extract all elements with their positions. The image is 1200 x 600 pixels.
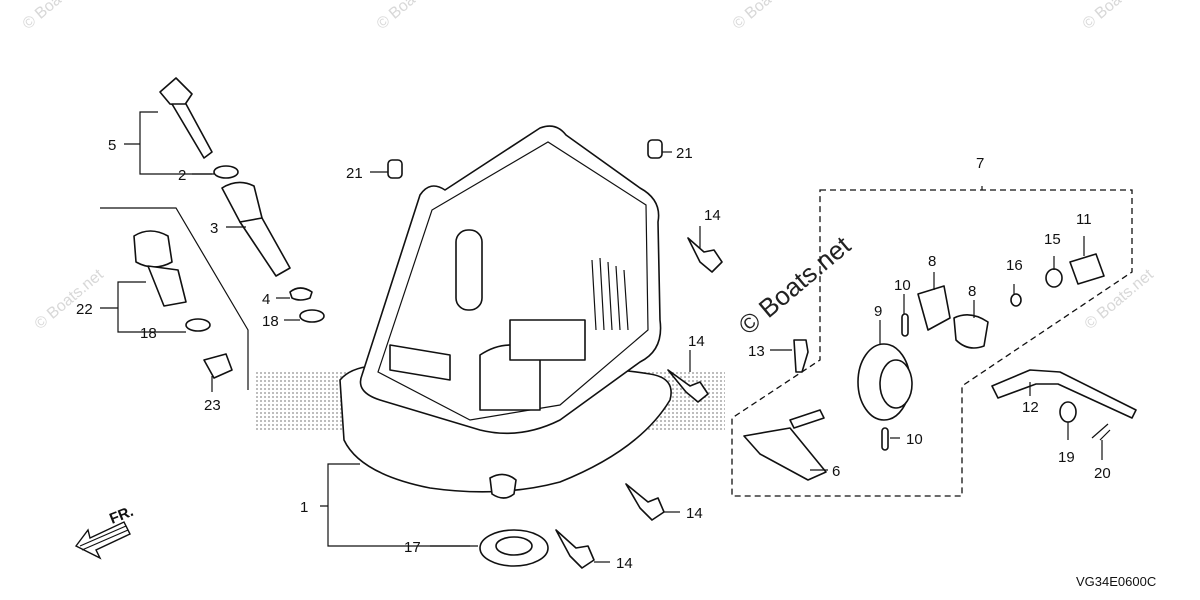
callout-7: 7 [976,155,984,172]
pin-10-upper [901,313,909,337]
watermark-top-2: © Boats.net [374,0,450,33]
callout-6: 6 [832,463,840,480]
pin-10-lower [881,427,889,451]
oil-filler-tube [221,181,291,277]
oil-seal [479,529,549,567]
callout-10-upper: 10 [894,277,911,294]
callout-14-mid: 14 [688,333,705,350]
callout-16: 16 [1006,257,1023,274]
callout-13: 13 [748,343,765,360]
callout-12: 12 [1022,399,1039,416]
clip-4 [289,287,313,301]
callout-1: 1 [300,499,308,516]
governor-holder [743,409,827,481]
watermark-top-4: © Boats.net [1080,0,1156,33]
callout-17: 17 [404,539,421,556]
o-ring-18-left [185,318,211,332]
callout-18-left: 18 [140,325,157,342]
callout-23: 23 [204,397,221,414]
callout-10-lower: 10 [906,431,923,448]
oil-filler-cap [133,230,187,307]
callout-15: 15 [1044,231,1061,248]
washer-19 [1059,401,1077,423]
callout-11: 11 [1076,211,1092,228]
dipstick [159,77,213,159]
watermark-top-3: © Boats.net [730,0,806,33]
oil-pan [339,125,672,499]
leader-lines [100,111,1103,563]
callout-14-bottom: 14 [616,555,633,572]
governor-arm-12 [991,369,1137,419]
front-arrow-icon [74,521,131,560]
governor-weight-8-left [917,285,951,331]
diagram-code: VG34E0600C [1076,574,1156,589]
callout-5: 5 [108,137,116,154]
callout-20: 20 [1094,465,1111,482]
callout-8-right: 8 [968,283,976,300]
washer-16 [1010,293,1022,307]
callout-21-left: 21 [346,165,363,182]
callout-4: 4 [262,291,270,308]
slider-11 [1069,253,1105,285]
callout-18-right: 18 [262,313,279,330]
callout-3: 3 [210,220,218,237]
watermark-left-mid: © Boats.net [32,266,108,333]
washer-15 [1045,268,1063,288]
o-ring-18-right [299,309,325,323]
bolt-14-upper [687,237,723,273]
bolt-14-lower-right [625,483,665,521]
callout-14-upper: 14 [704,207,721,224]
dowel-pin-21-right [647,139,663,159]
callout-21-right: 21 [676,145,693,162]
callout-22: 22 [76,301,93,318]
governor-weight-8-right [953,314,989,349]
governor-gear [857,343,913,421]
bolt-14-bottom [555,529,595,569]
watermark-top-1: © Boats.net [20,0,96,33]
watermark-main: © Boats.net [733,230,857,341]
dowel-pin-21-left [387,159,403,179]
pin-20 [1091,423,1111,441]
bolt-13 [793,339,809,373]
clip-23 [203,353,233,379]
callout-14-lower-right: 14 [686,505,703,522]
callout-2: 2 [178,167,186,184]
bolt-14-mid [667,369,709,403]
front-arrow-label: FR. [107,503,136,528]
o-ring-2 [213,165,239,179]
callout-19: 19 [1058,449,1075,466]
callout-9: 9 [874,303,882,320]
callout-8-left: 8 [928,253,936,270]
